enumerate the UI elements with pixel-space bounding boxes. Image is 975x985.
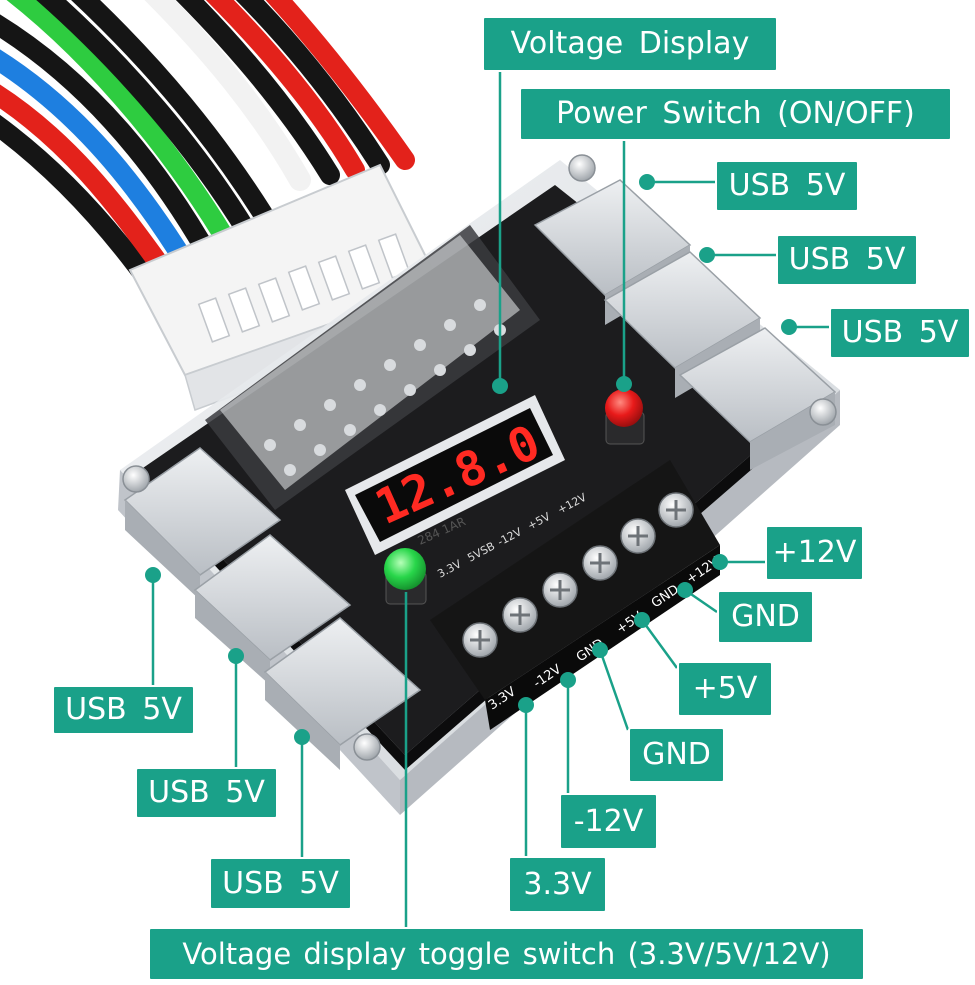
screw-icon <box>353 733 381 761</box>
usb-port-icon <box>123 447 282 600</box>
callout-plus-5v: +5V <box>677 661 773 717</box>
leader-lines <box>151 72 829 927</box>
usb-port-icon <box>193 534 352 685</box>
callout-toggle-switch: Voltage display toggle switch (3.3V/5V/1… <box>148 927 865 981</box>
callout-usb-left-3: USB 5V <box>209 857 352 910</box>
toggle-button <box>384 548 426 590</box>
callout-voltage-display: Voltage Display <box>482 16 778 72</box>
callout-usb-left-2: USB 5V <box>135 767 278 819</box>
power-button <box>605 389 643 427</box>
screw-icon <box>568 154 596 182</box>
push-button-icon <box>384 548 427 605</box>
pin-header <box>205 225 540 510</box>
callout-gnd-1: GND <box>717 590 814 644</box>
atx-wires <box>0 0 415 280</box>
callout-3v3: 3.3V <box>508 856 607 913</box>
callout-usb-left-1: USB 5V <box>52 685 195 735</box>
callout-usb-right-3: USB 5V <box>829 307 971 359</box>
callout-power-switch: Power Switch (ON/OFF) <box>519 87 952 141</box>
usb-ports-right <box>533 179 837 470</box>
callout-usb-right-2: USB 5V <box>776 234 918 286</box>
push-button-icon <box>605 389 645 445</box>
screw-icon <box>122 465 150 493</box>
callout-usb-right-1: USB 5V <box>715 160 859 212</box>
terminal-block: 3.3V -12V GND +5V GND +12V <box>430 460 722 730</box>
callout-gnd-2: GND <box>628 727 725 783</box>
leader-dots <box>145 174 797 745</box>
callout-minus-12v: -12V <box>559 793 658 850</box>
callout-plus-12v: +12V <box>765 525 864 581</box>
usb-port-icon <box>263 617 422 770</box>
screw-icon <box>809 398 837 426</box>
usb-ports-left <box>123 447 422 770</box>
